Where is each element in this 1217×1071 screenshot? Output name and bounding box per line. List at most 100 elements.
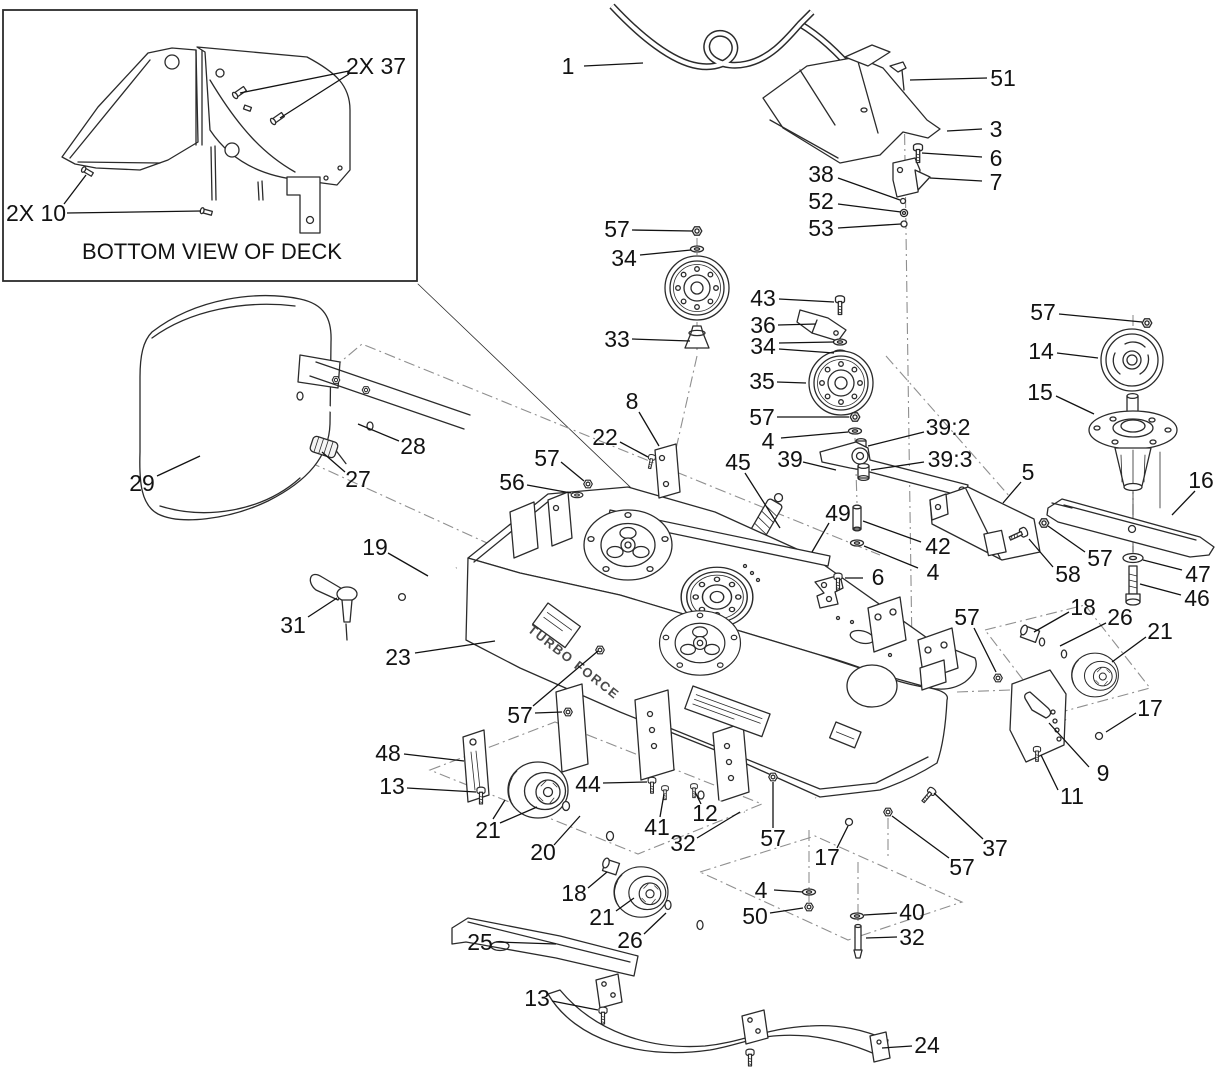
washer-34-a bbox=[689, 245, 705, 253]
nut-57-plate bbox=[563, 707, 573, 717]
leader-line bbox=[946, 128, 983, 132]
callout-4: 4 bbox=[927, 559, 940, 585]
wheel-21-b bbox=[613, 866, 669, 918]
callout-47: 47 bbox=[1185, 561, 1211, 587]
spring-27 bbox=[309, 435, 347, 465]
callout-25: 25 bbox=[467, 929, 493, 955]
leader-line bbox=[1047, 525, 1086, 553]
callout-29: 29 bbox=[129, 470, 155, 496]
callout-2X-37: 2X 37 bbox=[346, 53, 406, 79]
leader-line bbox=[387, 552, 429, 577]
rod-19 bbox=[397, 566, 457, 602]
callout-11: 11 bbox=[1060, 783, 1084, 809]
leader-line bbox=[694, 791, 702, 805]
leader-line bbox=[553, 815, 581, 846]
spacer-33 bbox=[684, 325, 710, 349]
leader-line bbox=[870, 461, 925, 471]
leader-line bbox=[1111, 636, 1147, 663]
callout-21: 21 bbox=[475, 817, 501, 843]
leader-line bbox=[1048, 722, 1090, 768]
leader-line bbox=[921, 152, 983, 158]
leader-line bbox=[881, 1045, 913, 1049]
leader-line bbox=[1033, 611, 1070, 633]
callout-21: 21 bbox=[1147, 618, 1173, 644]
callout-49: 49 bbox=[825, 500, 851, 526]
inset-caption: BOTTOM VIEW OF DECK bbox=[82, 239, 342, 264]
leader-line bbox=[406, 787, 477, 793]
leader-line bbox=[1056, 352, 1099, 359]
bolt-43 bbox=[834, 295, 846, 316]
leader-line bbox=[1171, 490, 1196, 516]
belt bbox=[609, 3, 859, 77]
callout-26: 26 bbox=[1107, 604, 1133, 630]
leader-line bbox=[973, 627, 997, 673]
leader-line bbox=[1142, 559, 1183, 571]
skirt-24 bbox=[547, 973, 891, 1063]
leader-line bbox=[321, 451, 346, 473]
leader-line bbox=[777, 323, 817, 326]
callout-18: 18 bbox=[561, 880, 587, 906]
callout-33: 33 bbox=[604, 326, 630, 352]
leader-line bbox=[1028, 538, 1054, 568]
bracket-7 bbox=[892, 157, 931, 198]
leader-line bbox=[778, 341, 835, 344]
leader-line bbox=[619, 441, 649, 458]
callout-26: 26 bbox=[617, 927, 643, 953]
callout-57: 57 bbox=[534, 445, 560, 471]
callout-45: 45 bbox=[725, 449, 751, 475]
callout-39:2: 39:2 bbox=[926, 414, 971, 440]
callout-37: 37 bbox=[982, 835, 1008, 861]
leader-line bbox=[776, 381, 807, 384]
leader-line bbox=[1105, 712, 1137, 733]
callout-32: 32 bbox=[670, 830, 696, 856]
leader-line bbox=[631, 338, 691, 342]
washer-4-c bbox=[801, 888, 817, 896]
washer-4-a bbox=[847, 427, 863, 435]
callout-51: 51 bbox=[990, 65, 1016, 91]
callout-1: 1 bbox=[562, 53, 575, 79]
leader-line bbox=[403, 753, 465, 762]
callout-17: 17 bbox=[814, 844, 840, 870]
callout-32: 32 bbox=[899, 924, 925, 950]
leader-line bbox=[837, 203, 902, 213]
callout-34: 34 bbox=[611, 245, 637, 271]
support-plate-25 bbox=[451, 917, 639, 977]
leader-line bbox=[744, 472, 781, 529]
bolt-46 bbox=[1125, 565, 1141, 606]
callout-28: 28 bbox=[400, 433, 426, 459]
washer-4-b bbox=[849, 539, 865, 547]
leader-line bbox=[929, 177, 983, 182]
leader-line bbox=[1139, 583, 1182, 596]
callout-3: 3 bbox=[990, 116, 1003, 142]
leader-line bbox=[643, 912, 667, 935]
leader-line bbox=[780, 431, 849, 439]
callout-57: 57 bbox=[949, 854, 975, 880]
leader-line bbox=[837, 223, 902, 229]
leader-line bbox=[1059, 622, 1107, 647]
callout-22: 22 bbox=[592, 424, 618, 450]
callout-57: 57 bbox=[954, 604, 980, 630]
callout-9: 9 bbox=[1097, 760, 1110, 786]
washer-56 bbox=[570, 491, 584, 499]
baffle-5 bbox=[929, 486, 1041, 561]
callout-6: 6 bbox=[872, 564, 885, 590]
callout-42: 42 bbox=[925, 533, 951, 559]
leader-line bbox=[696, 811, 741, 839]
callout-19: 19 bbox=[362, 534, 388, 560]
callout-39:3: 39:3 bbox=[928, 446, 973, 472]
blade-16 bbox=[1046, 498, 1215, 558]
nut-57-d bbox=[1141, 318, 1153, 328]
leader-line bbox=[631, 229, 693, 232]
bolt-37 bbox=[919, 785, 938, 805]
callout-57: 57 bbox=[507, 702, 533, 728]
wheel-21-c bbox=[1071, 652, 1119, 698]
bolt-18-b bbox=[1019, 624, 1041, 644]
leader-line bbox=[836, 825, 849, 849]
leader-line bbox=[863, 545, 919, 569]
leader-line bbox=[891, 815, 950, 859]
callout-6: 6 bbox=[990, 145, 1003, 171]
callout-48: 48 bbox=[375, 740, 401, 766]
leader-line bbox=[863, 912, 898, 916]
